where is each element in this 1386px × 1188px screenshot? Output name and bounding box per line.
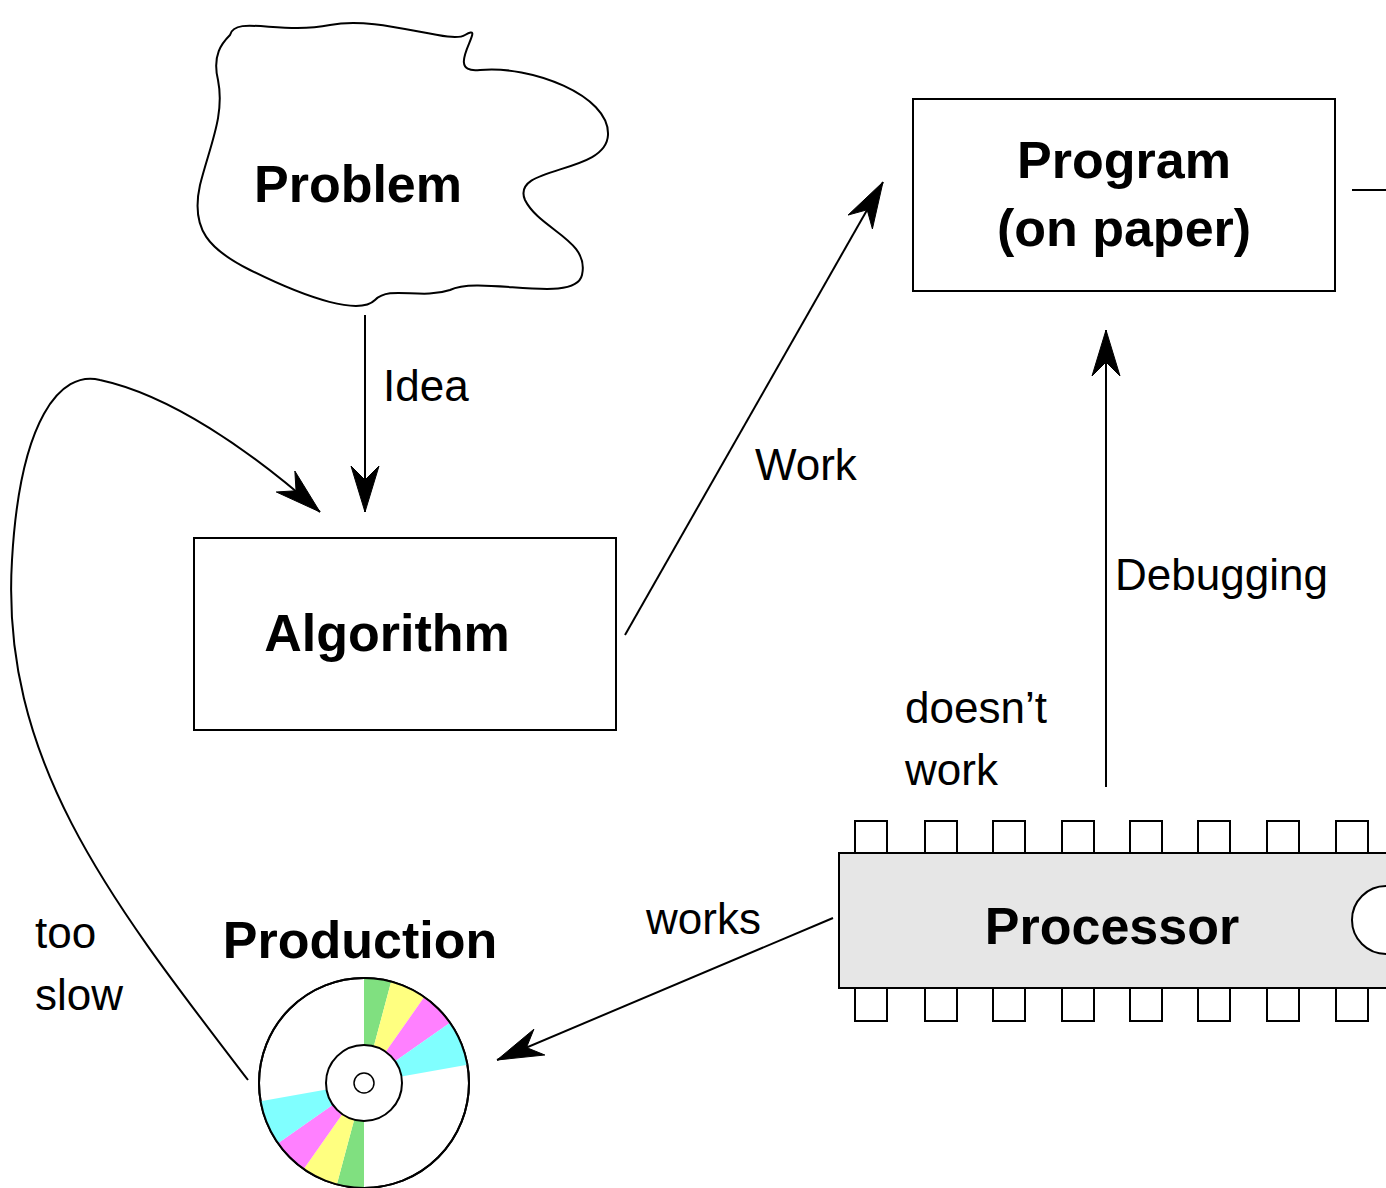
chip-pin [1198,987,1230,1021]
arrowhead [1092,330,1120,376]
arrowhead [351,466,379,512]
cloud-outline [197,23,608,306]
edge-label: Debugging [1115,544,1328,606]
chip-pin [1267,987,1299,1021]
chip-pin [1336,821,1368,855]
edge-label: works [646,888,761,950]
box-border [913,99,1335,291]
stub-line [1352,189,1386,191]
node-label: Algorithm [264,600,510,668]
program-box: Program (on paper) [912,98,1336,292]
chip-pin [925,987,957,1021]
node-label: Program (on paper) [944,127,1304,262]
chip-pin [1062,821,1094,855]
node-label: Problem [254,151,462,219]
chip-notch [1352,886,1386,954]
node-label: Processor [985,893,1239,961]
arrowhead [497,1029,545,1060]
chip-pin [1336,987,1368,1021]
chip-pin [1130,821,1162,855]
problem-cloud: Problem [190,15,610,315]
chip-pin [1130,987,1162,1021]
cd-hole [354,1073,374,1093]
chip-pin [1062,987,1094,1021]
node-label: Production [223,907,497,975]
chip-pin [855,987,887,1021]
box-border [194,538,616,730]
cd-stripe [261,1090,333,1144]
cd-hub [326,1045,402,1121]
note-label: doesn’t work [905,677,1090,802]
chip-pin [925,821,957,855]
chip-pin [993,821,1025,855]
edge-label: Idea [383,355,469,417]
chip-body [839,853,1386,988]
connector [625,182,883,635]
cd-disc [259,978,469,1188]
chip-pin [993,987,1025,1021]
cd-stripe [395,1023,467,1077]
cd-rim [259,978,469,1188]
connector-line [1105,330,1107,787]
connector-line [625,182,883,635]
production-cd: Production [200,905,530,1188]
program-box-outline [912,98,1336,292]
arrowhead [276,471,320,512]
chip-pin [855,821,887,855]
algorithm-box: Algorithm [193,537,617,731]
edge-label: Work [755,434,857,496]
connector [351,315,379,512]
arrowhead [848,182,883,229]
processor-chip: Processor [838,820,1386,1022]
chip-pin [1267,821,1299,855]
chip-pin [1198,821,1230,855]
edge-label: too slow [35,902,155,1027]
